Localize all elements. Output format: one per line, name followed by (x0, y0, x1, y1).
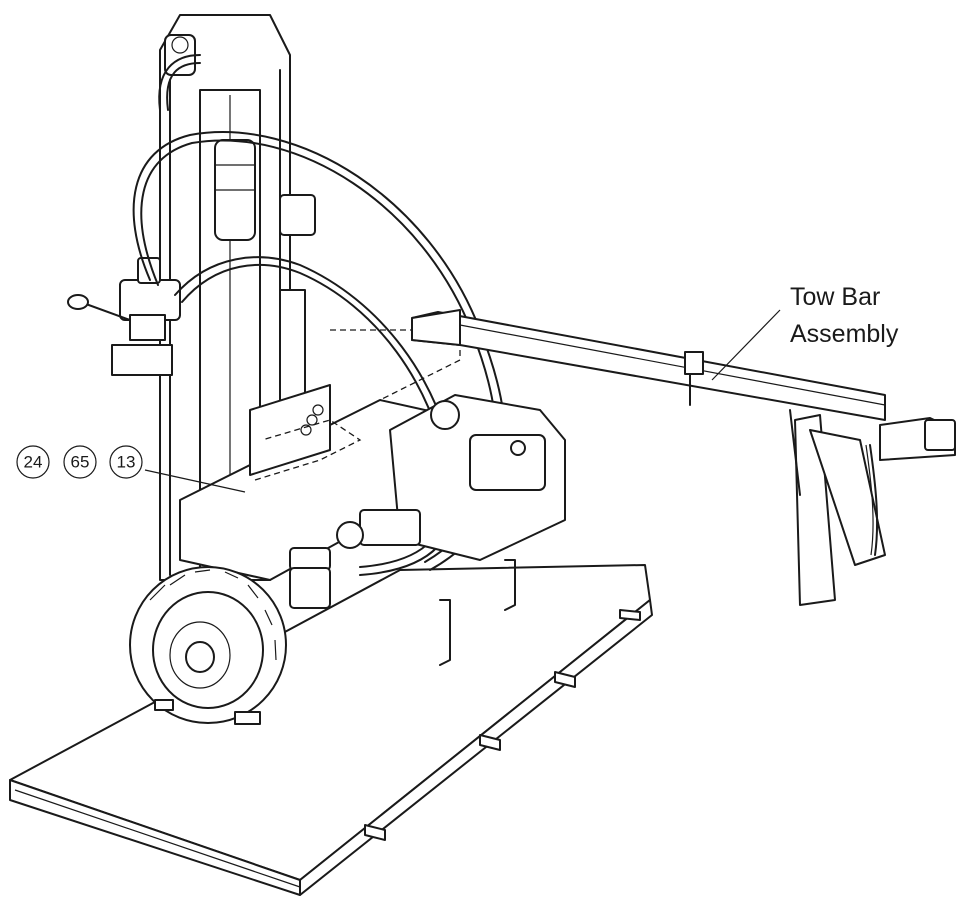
wheel (129, 566, 287, 725)
engine (289, 394, 566, 609)
tow-bar-callout: Tow Bar Assembly (711, 283, 899, 381)
part-number-13: 13 (117, 453, 136, 472)
engine-stand (439, 559, 516, 666)
part-callout-circle-65 (63, 445, 97, 479)
part-callout-leader (144, 469, 246, 493)
part-callouts: 24 65 13 (16, 445, 143, 479)
tow-bar (411, 309, 956, 606)
part-callout-circle-24 (16, 445, 50, 479)
tow-bar-label-line1: Tow Bar (790, 283, 880, 311)
shipping-pallet (9, 564, 653, 896)
part-number-65: 65 (71, 453, 90, 472)
part-number-24: 24 (24, 453, 43, 472)
tow-bar-callout-leader (711, 309, 781, 381)
tow-bar-label-line2: Assembly (790, 320, 899, 348)
part-callout-circle-13 (109, 445, 143, 479)
